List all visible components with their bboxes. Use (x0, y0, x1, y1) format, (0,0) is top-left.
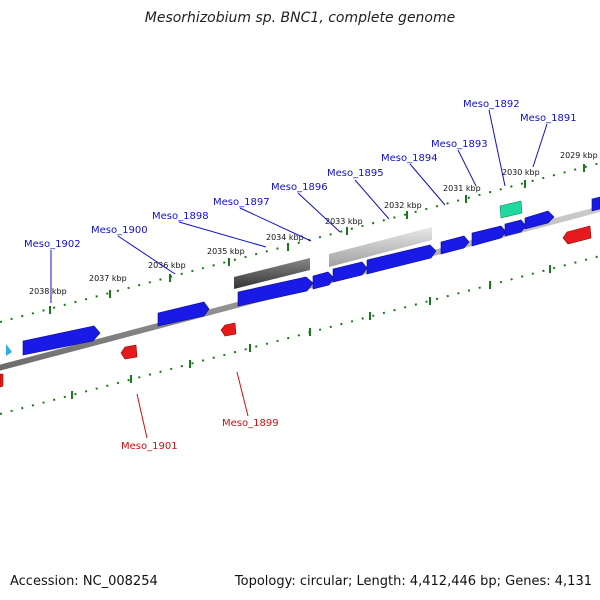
feature-gray (329, 227, 432, 267)
gene-label-meso-1897[interactable]: Meso_1897 (213, 197, 270, 208)
gene-label-meso-1900[interactable]: Meso_1900 (91, 225, 148, 236)
feature-dark (234, 258, 310, 289)
reverse-genes (0, 225, 592, 388)
scale-label-2036: 2036 kbp (148, 261, 186, 270)
scale-label-2035: 2035 kbp (207, 247, 245, 256)
gene-arrow[interactable] (524, 210, 555, 230)
scale-label-2029: 2029 kbp (560, 151, 598, 160)
gene-label-meso-1901[interactable]: Meso_1901 (121, 441, 178, 452)
gene-red[interactable] (120, 344, 138, 360)
scale-label-2030: 2030 kbp (502, 168, 540, 177)
gene-label-meso-1893[interactable]: Meso_1893 (431, 139, 488, 150)
gene-red[interactable] (220, 322, 237, 337)
scale-label-2037: 2037 kbp (89, 274, 127, 283)
gene-arrow[interactable] (440, 235, 470, 255)
gene-arrow[interactable] (366, 244, 437, 275)
gene-arrow[interactable] (332, 261, 368, 283)
gene-arrow[interactable] (471, 225, 507, 247)
gene-arrow[interactable] (237, 276, 314, 307)
gene-label-meso-1891[interactable]: Meso_1891 (520, 113, 577, 124)
gene-label-meso-1898[interactable]: Meso_1898 (152, 211, 209, 222)
scale-label-2031: 2031 kbp (443, 184, 481, 193)
accession-info: Accession: NC_008254 (10, 574, 158, 589)
forward-scale-line (0, 162, 600, 323)
gene-teal[interactable] (499, 200, 523, 219)
gene-arrow[interactable] (22, 325, 101, 356)
gene-arrow[interactable] (504, 219, 527, 237)
topology-info: Topology: circular; Length: 4,412,446 bp… (234, 574, 592, 589)
gene-red[interactable] (562, 225, 592, 245)
gene-arrow[interactable] (312, 271, 335, 290)
forward-callouts (50, 109, 548, 303)
gene-red[interactable] (0, 373, 4, 388)
forward-genes (22, 196, 600, 356)
gene-label-meso-1902[interactable]: Meso_1902 (24, 239, 81, 250)
scale-label-2032: 2032 kbp (384, 201, 422, 210)
gene-label-meso-1896[interactable]: Meso_1896 (271, 182, 328, 193)
gene-label-meso-1895[interactable]: Meso_1895 (327, 168, 384, 179)
figure-title: Mesorhizobium sp. BNC1, complete genome (144, 10, 456, 26)
scale-label-2038: 2038 kbp (29, 287, 67, 296)
scale-label-2034: 2034 kbp (266, 233, 304, 242)
major-ticks-reverse (71, 265, 551, 399)
reverse-scale-line (0, 255, 600, 415)
scale-label-2033: 2033 kbp (325, 217, 363, 226)
gene-arrow[interactable] (157, 301, 210, 327)
reverse-callouts (136, 371, 249, 439)
gene-label-meso-1899[interactable]: Meso_1899 (222, 418, 279, 429)
major-ticks-forward (49, 164, 585, 314)
gene-label-meso-1892[interactable]: Meso_1892 (463, 99, 520, 110)
gene-cyan-marker (6, 344, 12, 356)
gene-label-meso-1894[interactable]: Meso_1894 (381, 153, 438, 164)
gene-arrow[interactable] (591, 196, 600, 212)
